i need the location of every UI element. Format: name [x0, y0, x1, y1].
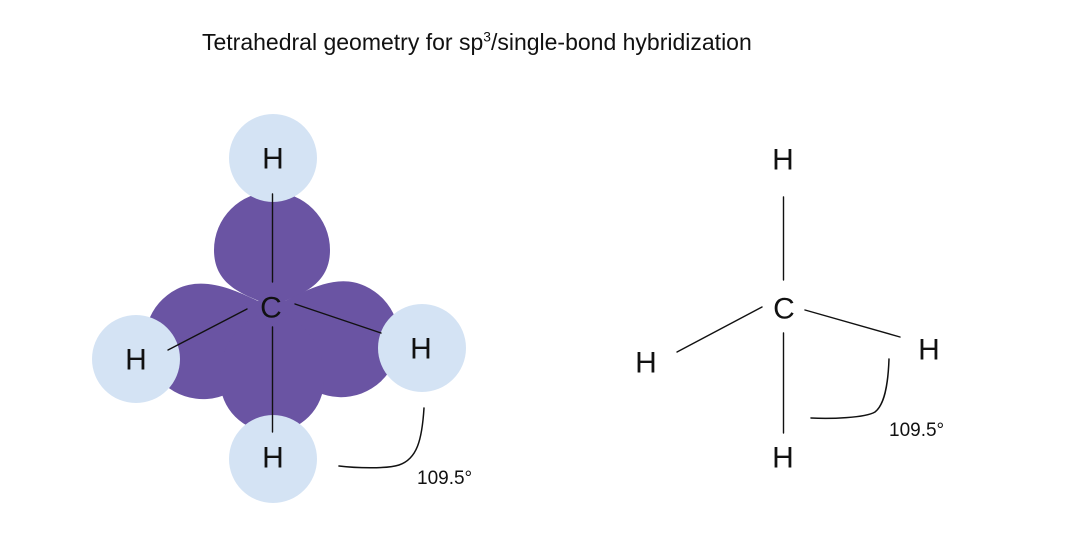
hydrogen-label-top: H — [262, 143, 284, 176]
hydrogen-label-left: H — [635, 347, 657, 380]
hydrogen-label-bottom: H — [262, 442, 284, 475]
skeletal-model: C H H H H 109.5° — [635, 144, 944, 475]
bond-c-h-left — [167, 308, 248, 351]
hydrogen-label-left: H — [125, 344, 147, 377]
hydrogen-label-top: H — [772, 144, 794, 177]
hydrogen-circle-bottom — [229, 415, 317, 503]
bond-angle-label: 109.5° — [889, 420, 944, 441]
bond-angle-callout-curve — [338, 407, 425, 469]
title-superscript: 3 — [483, 29, 491, 45]
bond-angle-label: 109.5° — [417, 468, 472, 489]
skeletal-bond-lines — [676, 196, 901, 434]
hydrogen-circle-right — [378, 304, 466, 392]
bond-c-h-right — [294, 303, 382, 334]
title-prefix: Tetrahedral geometry for sp — [202, 29, 484, 55]
bond-c-h-right — [804, 309, 901, 338]
bond-c-h-left — [676, 306, 763, 353]
hydrogen-label-bottom: H — [772, 442, 794, 475]
hydrogen-circle-top — [229, 114, 317, 202]
orbital-model: C H H H H 109.5° — [92, 114, 472, 503]
carbon-label: C — [773, 293, 795, 326]
bond-angle-callout-curve — [810, 358, 890, 420]
hydrogen-label-right: H — [918, 334, 940, 367]
carbon-label: C — [260, 292, 282, 325]
diagram-title: Tetrahedral geometry for sp3/single-bond… — [202, 29, 752, 56]
hydrogen-circle-left — [92, 315, 180, 403]
title-suffix: /single-bond hybridization — [490, 29, 752, 55]
orbital-bond-lines — [167, 193, 382, 433]
hydrogen-label-right: H — [410, 333, 432, 366]
hydrogen-atom-circles — [92, 114, 466, 503]
orbital-lobe-core — [257, 292, 287, 322]
